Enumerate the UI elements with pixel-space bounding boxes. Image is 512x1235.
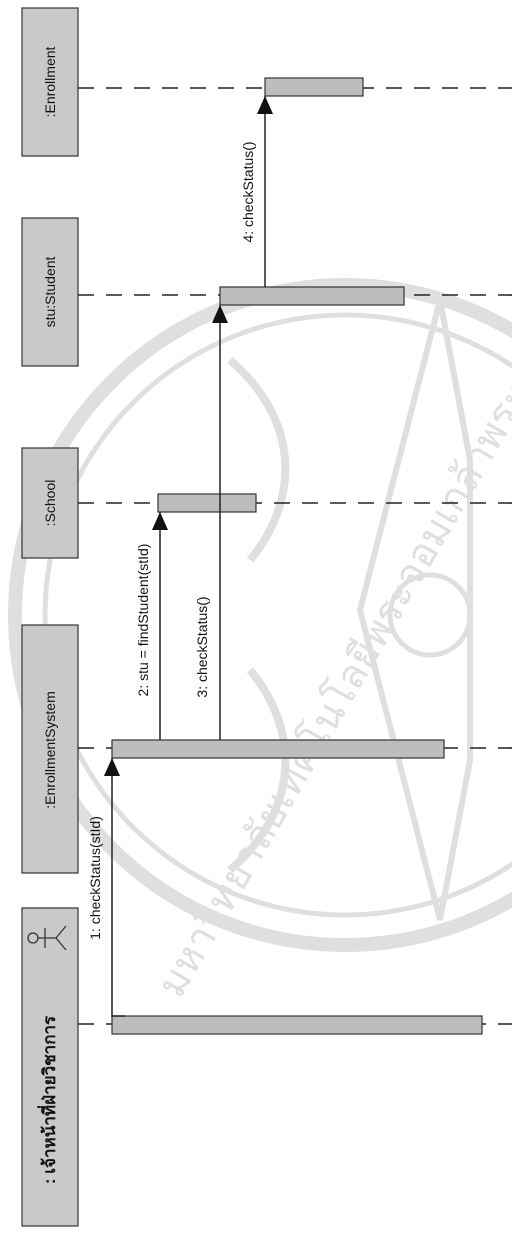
- seal-flourish-bottom: [227, 667, 290, 874]
- activation-actor: [111, 1015, 483, 1035]
- object-label-enrollment: :Enrollment: [42, 46, 58, 117]
- seal-flourish-top: [227, 356, 290, 563]
- object-label-school: :School: [42, 480, 58, 527]
- object-box-student: [21, 217, 79, 367]
- object-box-actor: [21, 907, 79, 1227]
- arrowhead-2: [152, 512, 168, 530]
- seal-sun: [387, 572, 473, 658]
- activation-student: [219, 286, 405, 306]
- message-label-1: 1: checkStatus(stId): [87, 816, 103, 940]
- seal-inner-ring: [42, 312, 512, 918]
- seal-outer-ring: [8, 278, 512, 952]
- arrowhead-4: [257, 96, 273, 114]
- arrowhead-1: [104, 758, 120, 776]
- seal-crown: [356, 299, 473, 921]
- message-line-1: [111, 758, 125, 1017]
- activation-school: [157, 493, 257, 513]
- object-box-school: [21, 447, 79, 559]
- actor-icon: [27, 925, 67, 951]
- activation-enrollment: [264, 77, 364, 97]
- object-label-system: :EnrollmentSystem: [42, 691, 58, 808]
- object-label-actor: : เจ้าหน้าที่ฝ่ายวิชาการ: [37, 1015, 59, 1184]
- message-label-3: 3: checkStatus(): [194, 596, 210, 697]
- activation-system: [111, 739, 445, 759]
- object-box-system: [21, 624, 79, 874]
- message-label-2: 2: stu = findStudent(stId): [135, 544, 151, 697]
- arrowhead-3: [212, 305, 228, 323]
- object-box-enrollment: [21, 7, 79, 157]
- message-label-4: 4: checkStatus(): [240, 141, 256, 242]
- object-label-student: stu:Student: [42, 256, 58, 327]
